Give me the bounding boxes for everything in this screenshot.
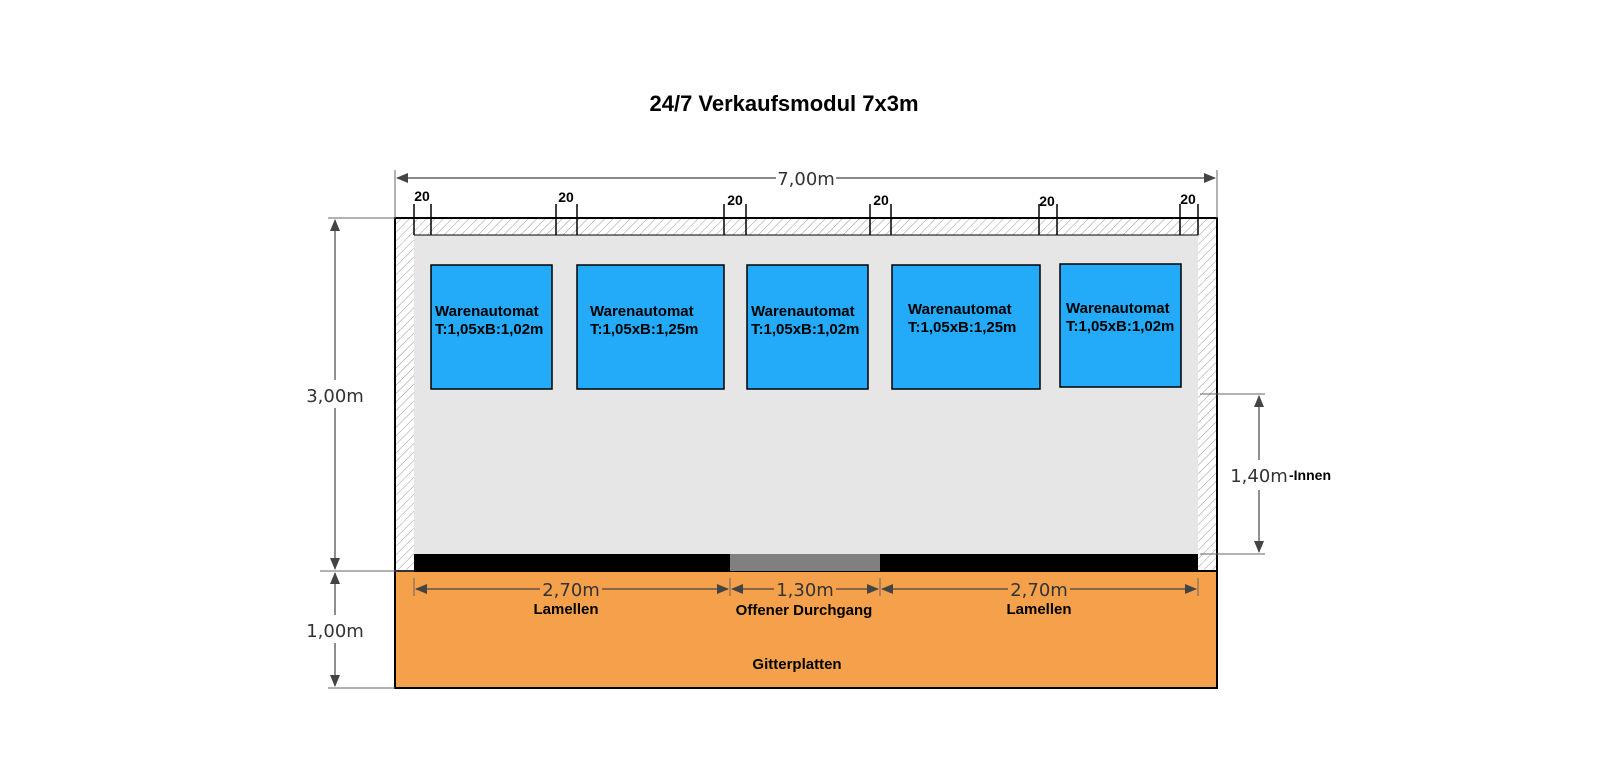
machine-4-size: T:1,05xB:1,25m — [908, 319, 1016, 336]
floor-label: Gitterplatten — [752, 656, 841, 673]
louver-left — [414, 554, 730, 571]
machine-5-name: Warenautomat — [1066, 300, 1170, 317]
wall-label-3: 20 — [727, 192, 743, 208]
wall-thickness-ticks — [413, 204, 1199, 235]
machine-2-name: Warenautomat — [590, 303, 694, 320]
dimension-total-width-label: 7,00m — [777, 169, 835, 190]
dimension-height — [320, 217, 414, 572]
dimension-front-segments — [413, 578, 1199, 596]
machine-3: Warenautomat T:1,05xB:1,02m — [746, 264, 869, 390]
dimension-height-label: 3,00m — [306, 386, 364, 407]
dimension-segment-left: 2,70m — [542, 580, 600, 601]
front-middle-label: Offener Durchgang — [736, 602, 873, 619]
open-passage — [730, 554, 880, 571]
machine-1-name: Warenautomat — [435, 303, 539, 320]
dimension-inner-label: 1,40m — [1230, 466, 1288, 487]
dimension-inner — [1200, 393, 1265, 555]
machine-5: Warenautomat T:1,05xB:1,02m — [1059, 263, 1182, 388]
machine-2: Warenautomat T:1,05xB:1,25m — [576, 264, 725, 390]
front-right-label: Lamellen — [1006, 601, 1071, 618]
machine-2-size: T:1,05xB:1,25m — [590, 321, 698, 338]
dimension-total-width — [394, 170, 1218, 218]
dimension-segment-right: 2,70m — [1010, 580, 1068, 601]
wall-label-2: 20 — [558, 189, 574, 205]
dimension-apron-label: 1,00m — [306, 621, 364, 642]
machine-3-name: Warenautomat — [751, 303, 855, 320]
dimension-inner-note: -Innen — [1289, 467, 1331, 483]
wall-label-1: 20 — [414, 188, 430, 204]
floor-apron — [394, 570, 1218, 689]
machine-1: Warenautomat T:1,05xB:1,02m — [430, 264, 553, 390]
machine-3-size: T:1,05xB:1,02m — [751, 321, 859, 338]
louver-right — [880, 554, 1198, 571]
front-left-label: Lamellen — [533, 601, 598, 618]
wall-label-4: 20 — [873, 192, 889, 208]
wall-label-5: 20 — [1039, 193, 1055, 209]
machine-1-size: T:1,05xB:1,02m — [435, 321, 543, 338]
dimension-segment-middle: 1,30m — [776, 580, 834, 601]
diagram-title: 24/7 Verkaufsmodul 7x3m — [649, 91, 918, 116]
machine-5-size: T:1,05xB:1,02m — [1066, 318, 1174, 335]
dimension-apron — [328, 572, 395, 689]
wall-label-6: 20 — [1180, 191, 1196, 207]
machine-4-name: Warenautomat — [908, 301, 1012, 318]
machine-4: Warenautomat T:1,05xB:1,25m — [891, 264, 1041, 390]
